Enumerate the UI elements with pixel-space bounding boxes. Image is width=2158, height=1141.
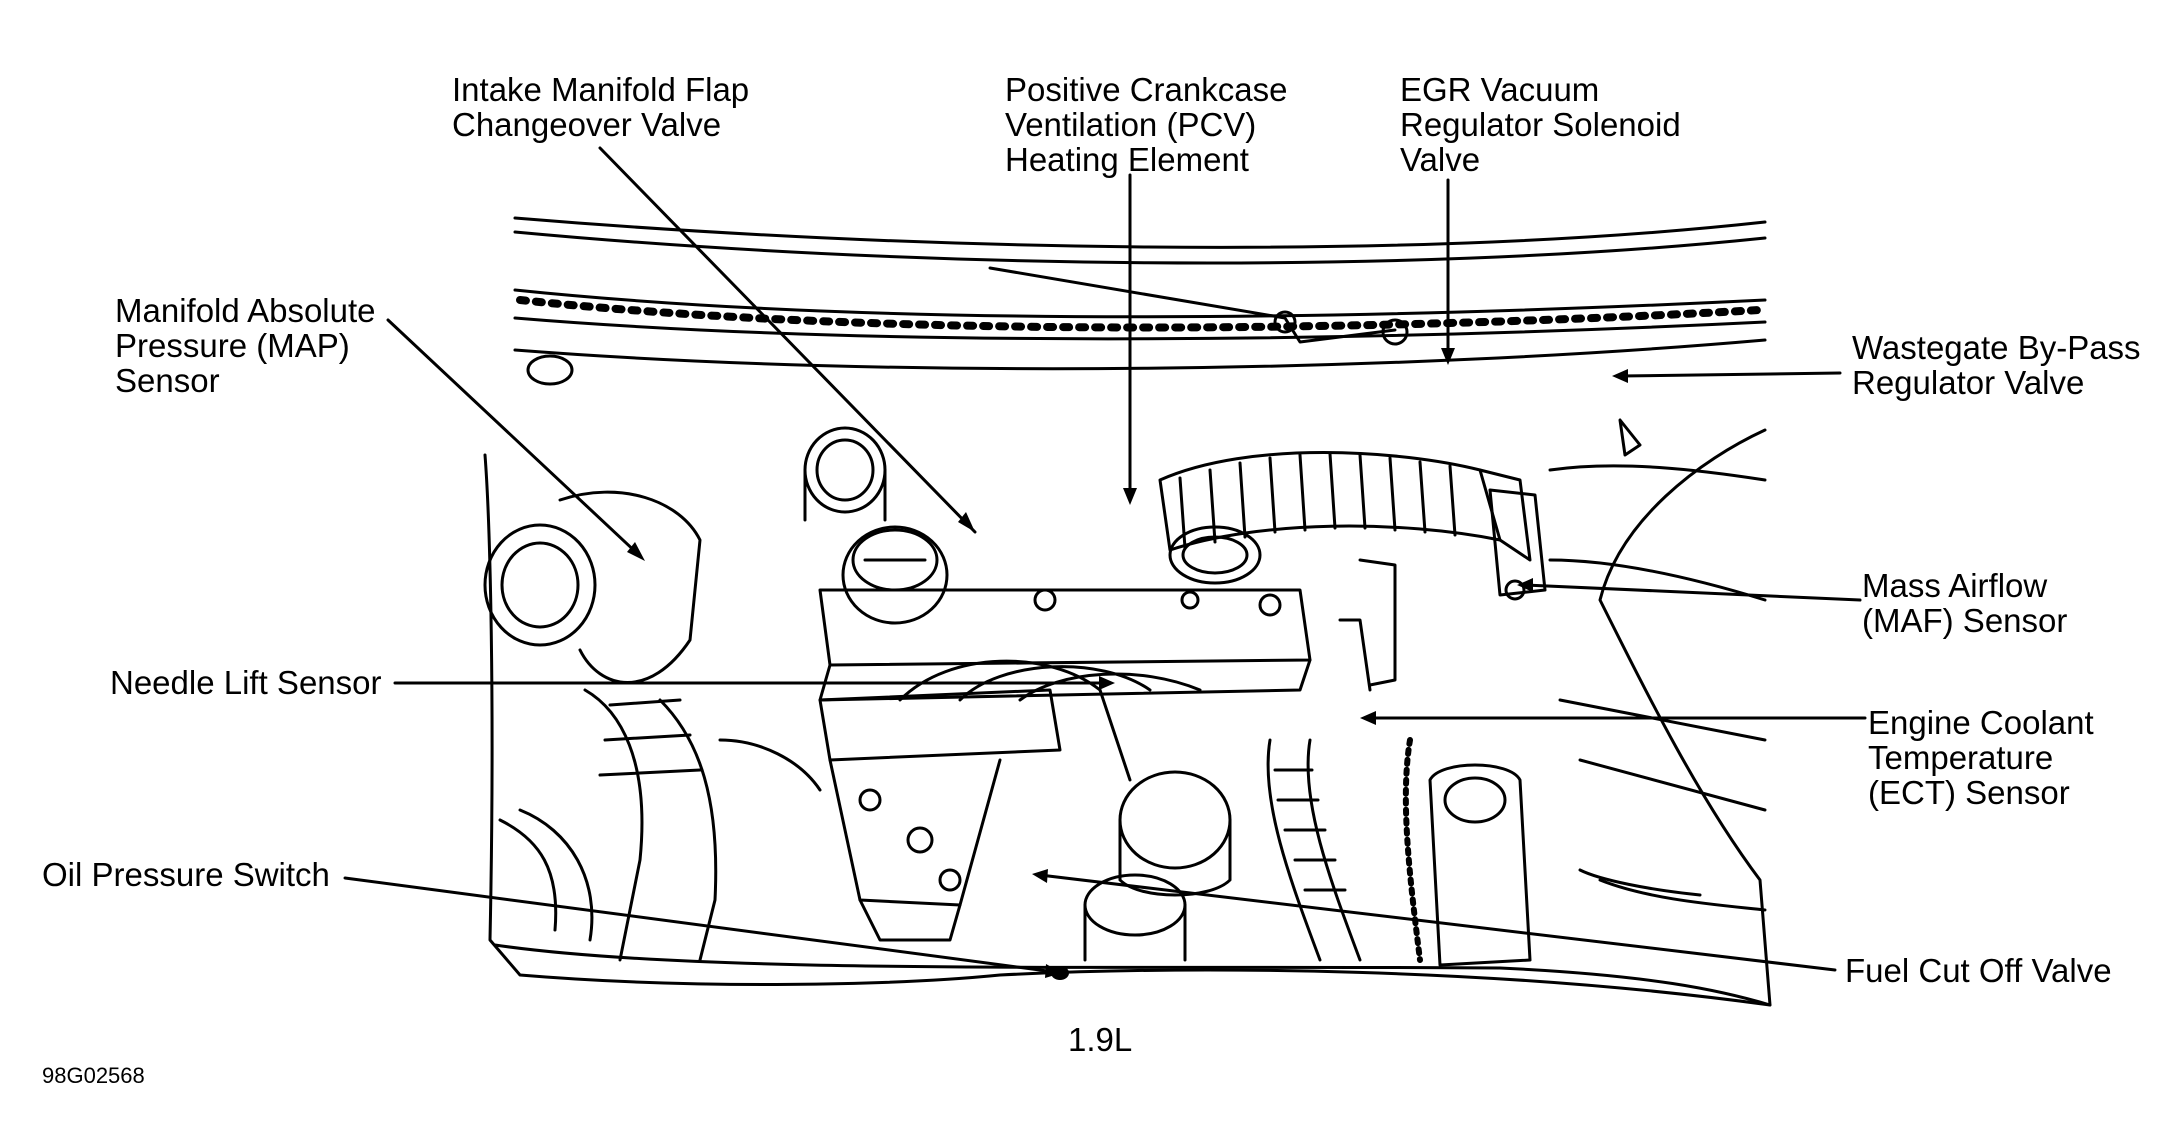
label-line: Needle Lift Sensor	[110, 664, 382, 701]
air-box	[1548, 418, 1767, 912]
label-line: Engine Coolant	[1868, 704, 2094, 741]
arrowheads	[627, 348, 1628, 980]
label-line: Oil Pressure Switch	[42, 856, 330, 893]
engine-caption: 1.9L	[1068, 1021, 1133, 1058]
label-line: Valve	[1400, 141, 1481, 178]
label-line: (MAF) Sensor	[1862, 602, 2068, 639]
label-line: Positive Crankcase	[1005, 71, 1288, 108]
label-line: Wastegate By-Pass	[1852, 329, 2141, 366]
label-needle-lift-sensor: Needle Lift Sensor	[110, 665, 382, 700]
label-line: Pressure (MAP)	[115, 327, 350, 364]
maf-housing	[1488, 488, 1547, 601]
engine-bay-outline	[483, 428, 1772, 1007]
label-maf-sensor: Mass Airflow (MAF) Sensor	[1862, 568, 2067, 638]
intake-hose-left	[498, 688, 718, 962]
label-line: Manifold Absolute	[115, 292, 376, 329]
label-line: Ventilation (PCV)	[1005, 106, 1257, 143]
figure-code: 98G02568	[42, 1063, 145, 1088]
cowl-lines	[513, 216, 1767, 371]
wiring-harness	[718, 558, 1702, 897]
leader-lines	[343, 146, 1867, 974]
label-line: (ECT) Sensor	[1868, 774, 2070, 811]
coolant-hose	[1266, 737, 1423, 963]
label-line: Mass Airflow	[1862, 567, 2048, 604]
label-line: Changeover Valve	[452, 106, 722, 143]
label-pcv-heating-element: Positive Crankcase Ventilation (PCV) Hea…	[1005, 72, 1287, 177]
label-ect-sensor: Engine Coolant Temperature (ECT) Sensor	[1868, 705, 2094, 810]
label-line: Fuel Cut Off Valve	[1845, 952, 2112, 989]
label-line: EGR Vacuum	[1400, 71, 1600, 108]
oil-fill-cap	[841, 525, 949, 625]
coolant-reservoir	[1428, 763, 1532, 967]
label-egr-vacuum-regulator: EGR Vacuum Regulator Solenoid Valve	[1400, 72, 1681, 177]
label-intake-manifold-flap: Intake Manifold Flap Changeover Valve	[452, 72, 749, 142]
label-fuel-cut-off-valve: Fuel Cut Off Valve	[1845, 953, 2112, 988]
label-line: Temperature	[1868, 739, 2054, 776]
label-map-sensor: Manifold Absolute Pressure (MAP) Sensor	[115, 293, 376, 398]
label-line: Regulator Solenoid	[1400, 106, 1681, 143]
label-line: Regulator Valve	[1852, 364, 2085, 401]
label-oil-pressure-switch: Oil Pressure Switch	[42, 857, 330, 892]
air-intake-duct	[1158, 451, 1532, 562]
label-line: Sensor	[115, 362, 220, 399]
label-line: Heating Element	[1005, 141, 1249, 178]
fuel-filter	[1083, 770, 1232, 962]
egr-valve	[803, 426, 887, 522]
injection-pump	[818, 659, 1202, 942]
label-line: Intake Manifold Flap	[452, 71, 750, 108]
left-reservoir	[483, 354, 702, 684]
label-wastegate-bypass: Wastegate By-Pass Regulator Valve	[1852, 330, 2141, 400]
